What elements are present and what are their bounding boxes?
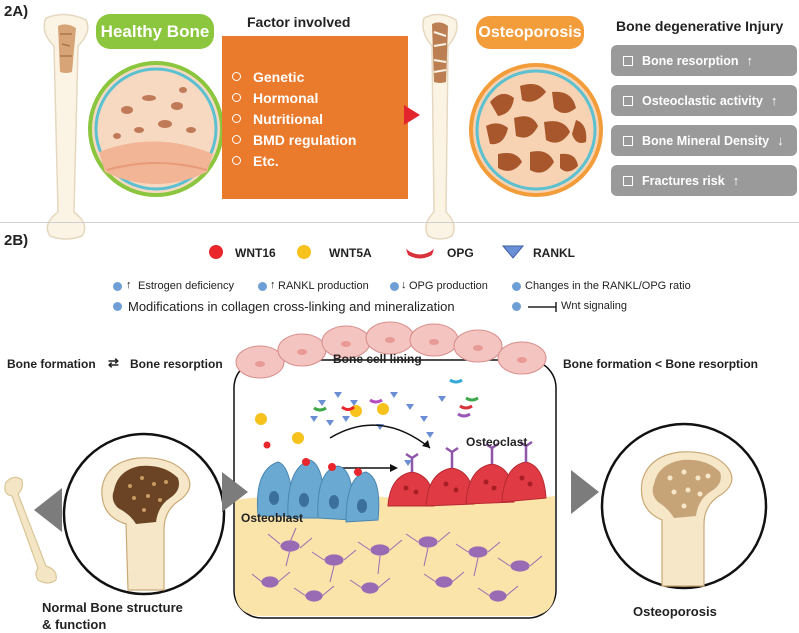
mechanism-opg-arrow: ↓ [401, 279, 407, 291]
mechanism-rankl: RANKL production [278, 280, 369, 292]
injury-item: Bone resorption↑ [611, 45, 797, 76]
right-balance: Bone formation < Bone resorption [563, 357, 759, 371]
mechanism-wnt: Wnt signaling [561, 300, 628, 312]
mechanism-rankl-arrow: ↑ [270, 279, 276, 291]
right-gray-arrow-icon [571, 470, 599, 514]
mechanism-dot [512, 302, 521, 311]
legend-rankl: RANKL [533, 246, 575, 260]
femur-bone-icon [4, 476, 57, 584]
bone-cell-lining-label: Bone cell lining [333, 352, 422, 366]
left-balance-a: Bone formation [7, 357, 96, 371]
factor-item: Genetic [232, 66, 356, 87]
mechanism-collagen: Modifications in collagen cross-linking … [128, 299, 455, 314]
legend-wnt5a: WNT5A [329, 246, 372, 260]
factor-item: BMD regulation [232, 129, 356, 150]
normal-bone-zoom [62, 432, 226, 596]
wnt5a-icon [297, 245, 311, 259]
factor-item: Etc. [232, 150, 356, 171]
legend-wnt16: WNT16 [235, 246, 276, 260]
bone-remodeling-scene [233, 321, 557, 619]
injury-item: Bone Mineral Density↓ [611, 125, 797, 156]
equilibrium-icon: ⇄ [108, 355, 119, 370]
injury-title: Bone degenerative Injury [616, 18, 784, 34]
osteoporotic-long-bone-icon [422, 13, 458, 240]
mechanism-opg: OPG production [409, 280, 488, 292]
center-left-gray-arrow-icon [222, 472, 248, 512]
injury-item: Fractures risk↑ [611, 165, 797, 196]
mechanism-dot [258, 282, 267, 291]
factor-item: Hormonal [232, 87, 356, 108]
mechanism-estrogen: Estrogen deficiency [138, 280, 234, 292]
osteoporosis-title: Osteoporosis [476, 16, 584, 49]
mechanism-dot [113, 302, 122, 311]
mechanism-dot [113, 282, 122, 291]
rankl-icon [502, 245, 524, 259]
factor-title: Factor involved [247, 14, 351, 30]
osteoporotic-bone-zoom [600, 422, 768, 590]
panel-a-label: 2A) [4, 3, 29, 20]
panel-divider [0, 222, 799, 223]
left-gray-arrow-icon [34, 488, 62, 532]
factor-item: Nutritional [232, 108, 356, 129]
opg-icon [406, 249, 434, 259]
injury-item: Osteoclastic activity↑ [611, 85, 797, 116]
panel-b-label: 2B) [4, 232, 29, 249]
healthy-bone-zoom [88, 61, 224, 197]
legend-opg: OPG [447, 246, 474, 260]
osteoblast-label: Osteoblast [241, 511, 304, 525]
factor-box: Genetic Hormonal Nutritional BMD regulat… [222, 36, 408, 199]
osteoporosis-caption: Osteoporosis [633, 604, 717, 619]
wnt16-icon [209, 245, 223, 259]
left-balance-b: Bone resorption [130, 357, 223, 371]
mechanism-dot [512, 282, 521, 291]
osteoporosis-bone-zoom [469, 63, 603, 197]
healthy-bone-title: Healthy Bone [96, 14, 214, 49]
osteoclast-label: Osteoclast [466, 435, 528, 449]
red-triangle-arrow-icon [404, 105, 420, 125]
normal-bone-caption: Normal Bone structure & function [42, 600, 183, 632]
mechanism-estrogen-arrow: ↑ [126, 279, 132, 291]
healthy-long-bone-icon [43, 13, 89, 240]
mechanism-ratio: Changes in the RANKL/OPG ratio [525, 280, 691, 292]
mechanism-dot [390, 282, 399, 291]
inhibition-icon [528, 302, 557, 312]
